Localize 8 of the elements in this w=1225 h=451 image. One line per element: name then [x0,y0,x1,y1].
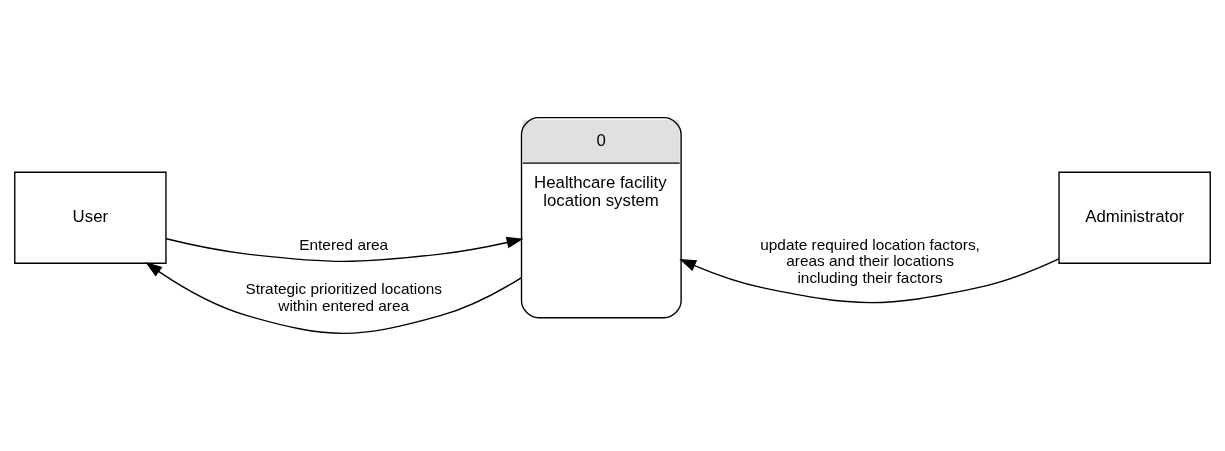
node-box: Administrator [1058,171,1211,264]
edge-label: Entered area [299,235,389,253]
arrow [165,236,524,263]
arrow [679,258,1060,304]
edge-label: update required location factors, areas and their locations including their factors [760,235,980,287]
node-box: User [14,171,167,264]
edge-label: Strategic prioritized locations within entered area [245,280,443,315]
arrow [145,262,522,335]
